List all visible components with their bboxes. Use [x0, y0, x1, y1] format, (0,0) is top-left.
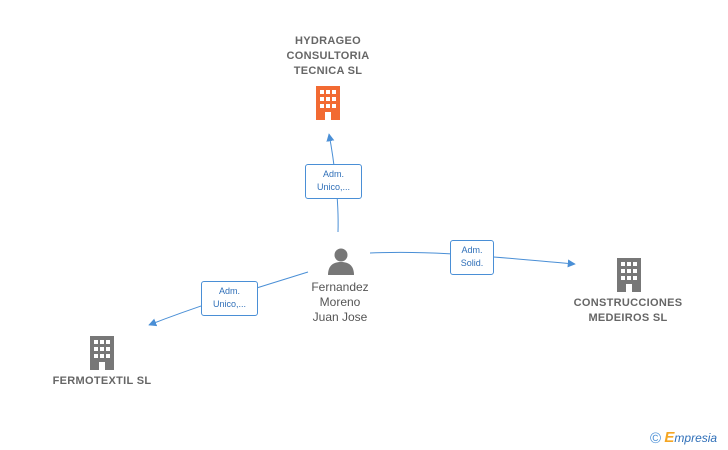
brand-logo-text: mpresia	[674, 431, 718, 445]
edge-label-line: Adm.	[218, 286, 240, 296]
label-line: Juan Jose	[312, 310, 368, 324]
brand-footer[interactable]: © Empresia	[650, 429, 717, 448]
node-label-hydrageo[interactable]: HYDRAGEO CONSULTORIA TECNICA SL	[258, 34, 398, 79]
building-icon[interactable]	[313, 84, 343, 120]
label-line: HYDRAGEO	[295, 35, 361, 47]
copyright-icon: ©	[650, 430, 662, 447]
label-line: FERMOTEXTIL SL	[52, 375, 152, 387]
building-icon[interactable]	[614, 256, 644, 292]
label-line: CONSTRUCCIONES	[573, 297, 683, 309]
label-line: MEDEIROS SL	[588, 312, 668, 324]
edge-label-line: Unico,...	[316, 182, 350, 192]
edge-label-fermotextil[interactable]: Adm. Unico,...	[201, 281, 258, 316]
building-icon[interactable]	[87, 334, 117, 370]
brand-logo-letter: E	[664, 429, 675, 446]
edge-label-line: Unico,...	[212, 299, 246, 309]
node-label-construcciones[interactable]: CONSTRUCCIONES MEDEIROS SL	[558, 296, 698, 326]
edge-label-hydrageo[interactable]: Adm. Unico,...	[305, 164, 362, 199]
edge-label-line: Adm.	[322, 169, 344, 179]
node-label-person[interactable]: Fernandez Moreno Juan Jose	[288, 280, 392, 325]
label-line: Fernandez	[311, 280, 369, 294]
edge-label-construcciones[interactable]: Adm. Solid.	[450, 240, 494, 275]
edge-label-line: Solid.	[460, 258, 484, 268]
label-line: CONSULTORIA	[286, 50, 370, 62]
label-line: TECNICA SL	[293, 65, 363, 77]
node-label-fermotextil[interactable]: FERMOTEXTIL SL	[32, 374, 172, 389]
person-icon[interactable]	[326, 246, 356, 276]
label-line: Moreno	[319, 295, 361, 309]
edge-label-line: Adm.	[461, 245, 483, 255]
